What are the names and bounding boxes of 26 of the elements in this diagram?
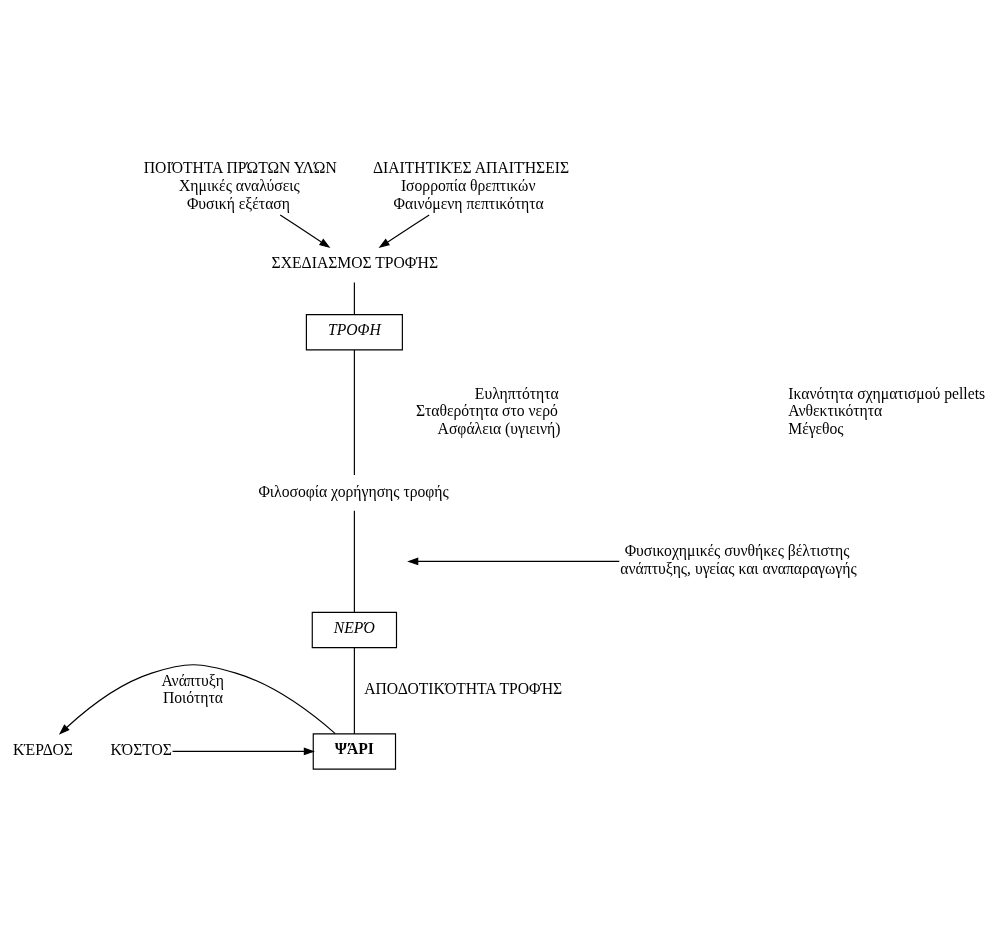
- label: Ικανότητα σχηματισμού pellets: [788, 384, 986, 402]
- label: Ευληπτότητα: [474, 384, 559, 402]
- node-text: ΣΧΕΔΙΑΣΜΟΣ ΤΡΟΦΉΣ: [271, 254, 439, 272]
- connector: [353, 510, 355, 613]
- edge-label: ΑΠΟΔΟΤΙΚΌΤΗΤΑ ΤΡΟΦΉΣ: [364, 680, 563, 698]
- arrow: [378, 214, 430, 248]
- node-text: ΚΈΡΔΟΣ: [13, 741, 73, 759]
- label: Μέγεθος: [788, 419, 844, 437]
- arrow: [58, 664, 336, 735]
- label: Σταθερότητα στο νερό: [416, 402, 558, 420]
- node-text: ΔΙΑΙΤΗΤΙΚΈΣ ΑΠΑΙΤΉΣΕΙΣ Ισορροπία θρεπτικών Φαινόμενη πεπτικότητα: [372, 159, 570, 212]
- node-text: ΠΟΙΌΤΗΤΑ ΠΡΏΤΩΝ ΥΛΏΝ Χημικές αναλύσεις Φυσική εξέταση: [143, 159, 337, 212]
- connector: [353, 647, 355, 735]
- arrow: [172, 747, 315, 756]
- node-box: ΝΕΡΌ: [311, 611, 398, 649]
- connector: [353, 282, 355, 315]
- label: Ασφάλεια (υγιεινή): [437, 419, 561, 437]
- connector: [353, 349, 355, 476]
- arrow: [279, 214, 331, 248]
- node-box: ΤΡΟΦΗ: [305, 314, 403, 351]
- node-text: Φιλοσοφία χορήγησης τροφής: [258, 482, 449, 500]
- edge-label: Ανάπτυξη Ποιότητα: [161, 671, 224, 707]
- node-text: ΚΌΣΤΟΣ: [110, 741, 172, 759]
- node-text: Φυσικοχημικές συνθήκες βέλτιστης ανάπτυξης, υγείας και αναπαραγωγής: [620, 542, 857, 577]
- node-box: ΨΆΡΙ: [312, 733, 397, 770]
- label: Ανθεκτικότητα: [788, 402, 883, 420]
